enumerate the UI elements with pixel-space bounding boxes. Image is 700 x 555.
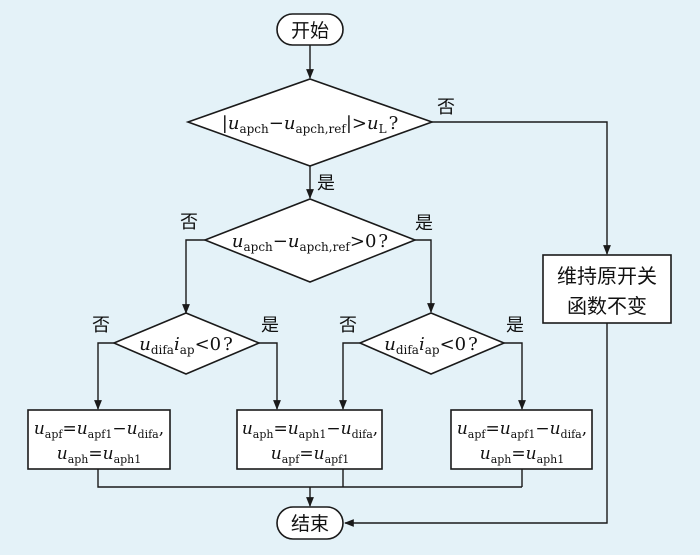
branch-labels: 否 是 否 是 否 是 否 是 xyxy=(92,97,524,336)
decision-3-condition: udifaiap<0? xyxy=(139,334,233,357)
action-right-line-1: uapf=uapf1−udifa, xyxy=(457,419,587,441)
arrow-decision4-yes xyxy=(504,342,526,410)
action-box-left: uapf=uapf1−udifa, uaph=uaph1 xyxy=(27,409,171,470)
arrow-decision4-no xyxy=(339,342,360,410)
end-node: 结束 xyxy=(276,506,344,540)
keep-switch-line-1: 维持原开关 xyxy=(557,264,657,288)
decision-2: uapch−uapch,ref>0? xyxy=(202,198,418,283)
decision-4-condition: udifaiap<0? xyxy=(384,334,478,357)
decision-1: |uapch−uapch,ref|>uL? xyxy=(185,78,435,167)
action-right-line-2: uaph=uaph1 xyxy=(480,444,565,466)
action-middle-line-2: uapf=uapf1 xyxy=(271,444,350,466)
decision-2-condition: uapch−uapch,ref>0? xyxy=(232,231,388,254)
action-middle-line-1: uaph=uaph1−udifa, xyxy=(242,419,378,441)
end-label: 结束 xyxy=(291,513,329,535)
keep-switch-line-2: 函数不变 xyxy=(567,294,647,318)
arrow-keep-to-end xyxy=(344,323,608,527)
decision-2-no-label: 否 xyxy=(180,212,198,233)
action-box-right: uapf=uapf1−udifa, uaph=uaph1 xyxy=(450,409,593,470)
keep-switch-box: 维持原开关 函数不变 xyxy=(542,254,672,324)
line-box-left-bottom xyxy=(97,469,522,488)
arrow-decision3-yes xyxy=(259,342,281,410)
decision-1-no-label: 否 xyxy=(437,97,455,118)
connectors xyxy=(94,45,611,527)
arrow-decision1-no xyxy=(432,121,611,255)
start-label: 开始 xyxy=(291,20,329,42)
decision-4-yes-label: 是 xyxy=(506,315,524,336)
decision-1-condition: |uapch−uapch,ref|>uL? xyxy=(222,113,398,136)
action-left-line-2: uaph=uaph1 xyxy=(57,444,142,466)
arrow-decision3-no xyxy=(94,342,114,410)
decision-1-yes-label: 是 xyxy=(317,173,335,194)
arrow-decision2-no xyxy=(182,239,205,314)
decision-4: udifaiap<0? xyxy=(357,312,507,375)
decision-3-no-label: 否 xyxy=(92,315,110,336)
decision-2-yes-label: 是 xyxy=(415,213,433,234)
action-box-middle: uaph=uaph1−udifa, uapf=uapf1 xyxy=(236,409,383,470)
decision-4-no-label: 否 xyxy=(339,315,357,336)
decision-3: udifaiap<0? xyxy=(111,312,262,375)
action-left-line-1: uapf=uapf1−udifa, xyxy=(34,419,164,441)
arrow-decision2-yes xyxy=(415,239,435,313)
decision-3-yes-label: 是 xyxy=(261,315,279,336)
start-node: 开始 xyxy=(276,13,344,46)
